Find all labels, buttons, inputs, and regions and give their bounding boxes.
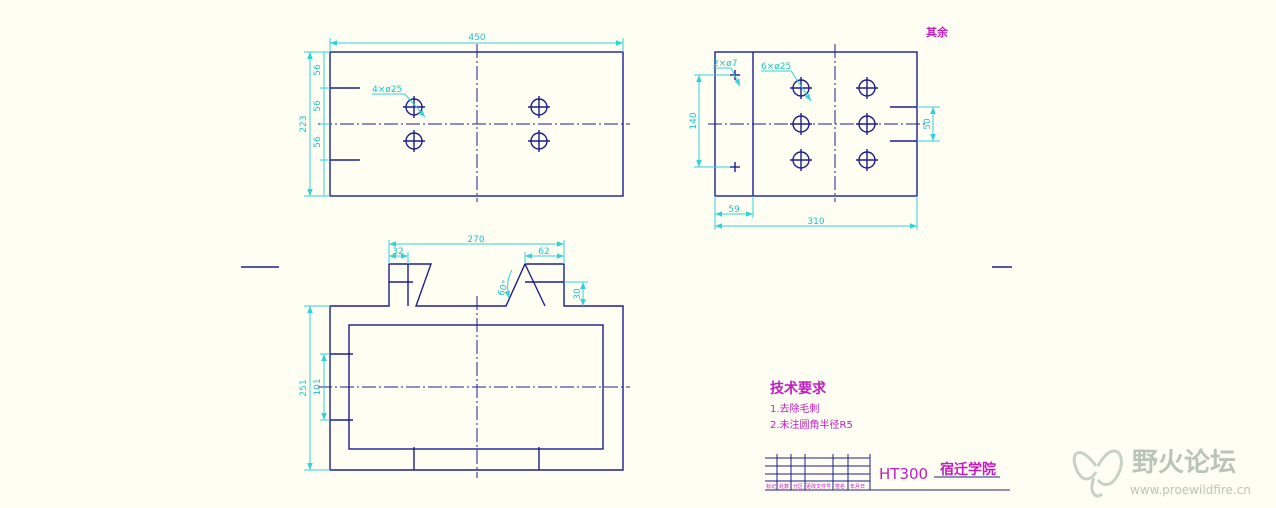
dim-101: 101	[313, 378, 323, 395]
dim-59: 59	[728, 205, 740, 215]
tech-requirement-item: 1.去除毛刺	[770, 402, 820, 415]
dim-140: 140	[689, 112, 699, 129]
title-block-label: 处数	[779, 483, 789, 490]
title-block: 标记 处数 分区 更改文件号 签名 年月日 HT300 宿迁学院	[765, 454, 1010, 491]
side-view-holes	[790, 77, 878, 171]
front-view: 270 32 62 30 60° 251 101	[299, 235, 630, 478]
hole	[856, 149, 878, 171]
top-view-holes	[403, 96, 550, 152]
title-block-label: 签名	[835, 483, 845, 490]
tech-requirements: 技术要求 1.去除毛刺 2.未注圆角半径R5	[770, 380, 853, 431]
dim-56-middle: 56	[313, 100, 323, 112]
dim-angle-60: 60°	[497, 279, 512, 297]
dim-62: 62	[538, 247, 549, 257]
tech-requirement-item: 2.未注圆角半径R5	[770, 418, 853, 431]
title-block-label: 更改文件号	[806, 483, 831, 490]
top-view: 450 223 56 56 56 4×ø25	[299, 33, 630, 202]
dim-32: 32	[392, 247, 403, 257]
hole-callout-4x25: 4×ø25	[372, 85, 402, 95]
side-view: 2×ø7 6×ø25 140 50 59 310	[689, 44, 940, 230]
surface-finish-note: 其余	[926, 25, 949, 39]
butterfly-logo-icon	[1072, 449, 1123, 498]
hole	[790, 149, 812, 171]
dim-270: 270	[467, 235, 484, 245]
material-label: HT300	[879, 465, 928, 483]
dim-56-upper: 56	[313, 64, 323, 76]
title-block-label: 年月日	[850, 483, 865, 490]
watermark-url: www.proewildfire.cn	[1130, 483, 1251, 497]
hole	[528, 130, 550, 152]
hole-callout-6x25: 6×ø25	[761, 62, 791, 72]
dim-30: 30	[573, 288, 583, 300]
dim-223: 223	[299, 115, 309, 132]
title-block-label: 分区	[793, 483, 803, 490]
hole	[403, 96, 425, 118]
hole	[790, 113, 812, 135]
hole	[403, 130, 425, 152]
small-hole-lower	[730, 162, 740, 172]
hole	[528, 96, 550, 118]
hole	[856, 77, 878, 99]
watermark: 野火论坛 www.proewildfire.cn	[1072, 448, 1251, 498]
tech-requirements-title: 技术要求	[770, 380, 827, 397]
watermark-name: 野火论坛	[1132, 448, 1236, 478]
dim-251: 251	[299, 379, 309, 396]
hole	[790, 77, 812, 99]
dim-50: 50	[923, 118, 933, 130]
dim-310: 310	[807, 217, 824, 227]
dim-450: 450	[468, 33, 485, 43]
small-hole-callout: 2×ø7	[713, 59, 738, 69]
title-block-label: 标记	[766, 483, 776, 490]
school-name: 宿迁学院	[940, 461, 996, 478]
dim-56-lower: 56	[313, 136, 323, 148]
hole	[856, 113, 878, 135]
